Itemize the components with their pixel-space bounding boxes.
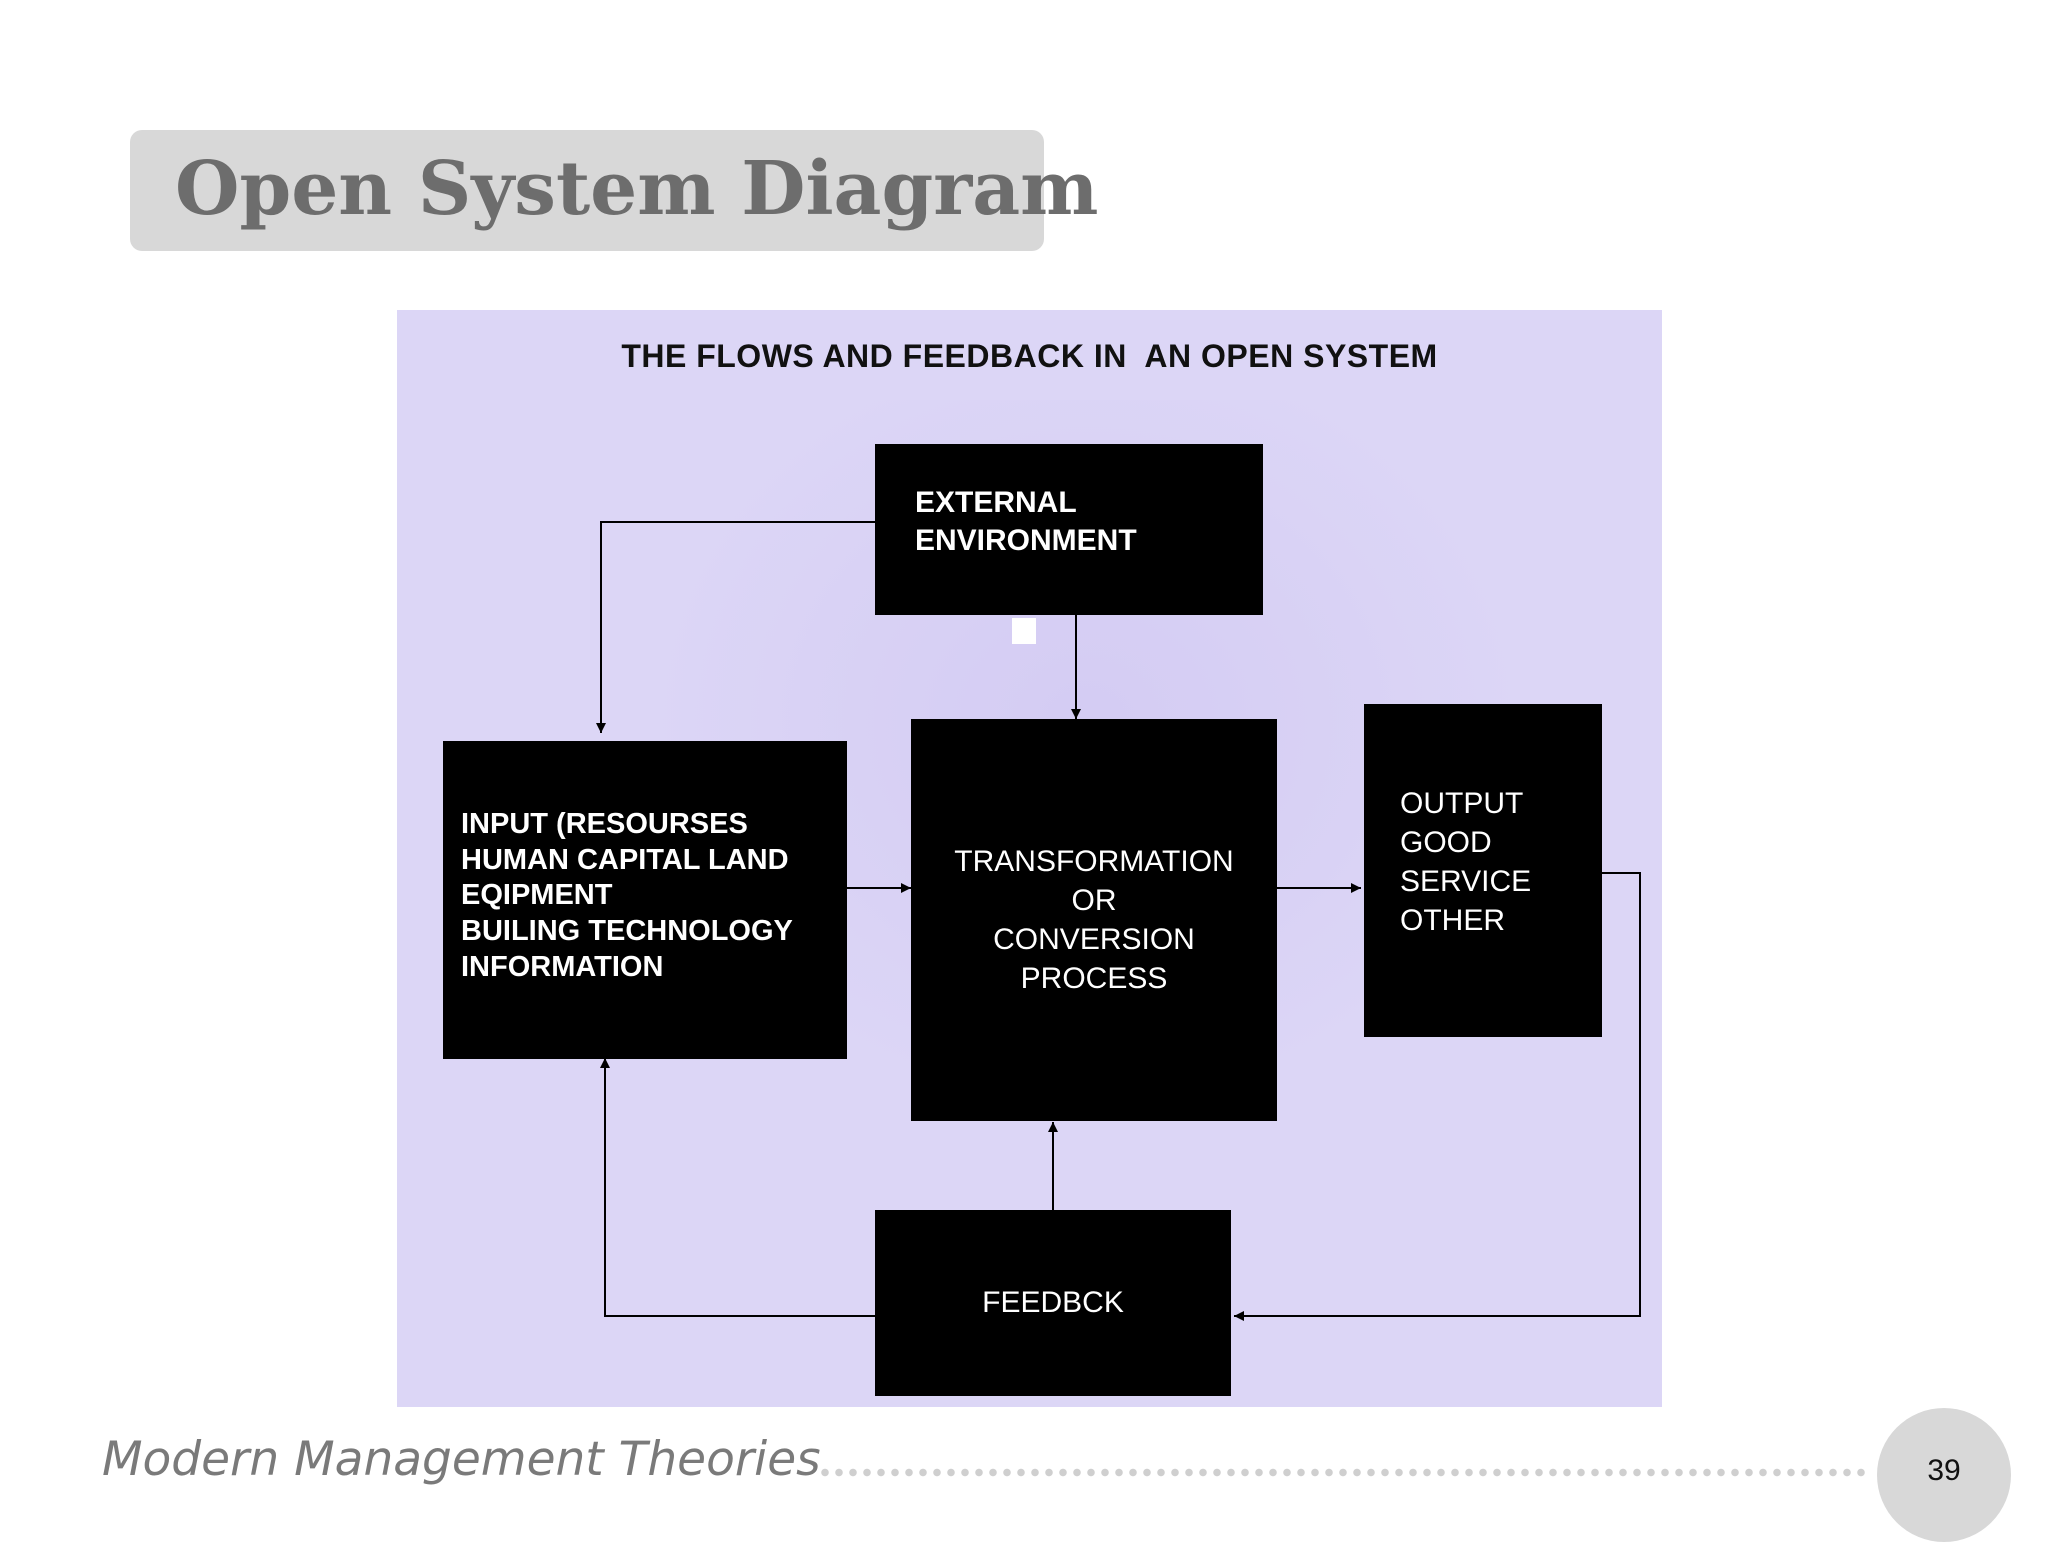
footer-dotted-line (818, 1468, 1866, 1477)
node-input-label: INPUT (RESOURSES HUMAN CAPITAL LAND EQIP… (461, 808, 793, 983)
footer-title: Modern Management Theories (102, 1432, 821, 1487)
edge-external-to-input (596, 521, 875, 733)
edge-output-to-feedback (1234, 872, 1641, 1321)
node-transformation-label: TRANSFORMATION OR CONVERSION PROCESS (954, 845, 1234, 995)
node-external-label: EXTERNAL ENVIRONMENT (915, 486, 1137, 557)
slide-title: Open System Diagram (175, 146, 1099, 232)
small-white-marker (1012, 618, 1036, 644)
diagram-panel: THE FLOWS AND FEEDBACK IN AN OPEN SYSTEM… (397, 310, 1662, 1407)
node-input: INPUT (RESOURSES HUMAN CAPITAL LAND EQIP… (443, 741, 847, 1059)
edge-feedback-to-input (600, 1058, 875, 1317)
page-number: 39 (1927, 1454, 1961, 1487)
slide-title-box: Open System Diagram (130, 130, 1098, 251)
connector-lines (596, 521, 1641, 1321)
page-number-badge: 39 (1877, 1408, 2011, 1542)
node-transformation: TRANSFORMATION OR CONVERSION PROCESS (911, 719, 1277, 1121)
node-output-label: OUTPUT GOOD SERVICE OTHER (1400, 787, 1532, 937)
node-output: OUTPUT GOOD SERVICE OTHER (1364, 704, 1602, 1037)
node-external-environment: EXTERNAL ENVIRONMENT (875, 444, 1263, 615)
node-feedback: FEEDBCK (875, 1210, 1231, 1396)
node-feedback-label: FEEDBCK (982, 1286, 1124, 1319)
diagram-title: THE FLOWS AND FEEDBACK IN AN OPEN SYSTEM (621, 338, 1438, 374)
